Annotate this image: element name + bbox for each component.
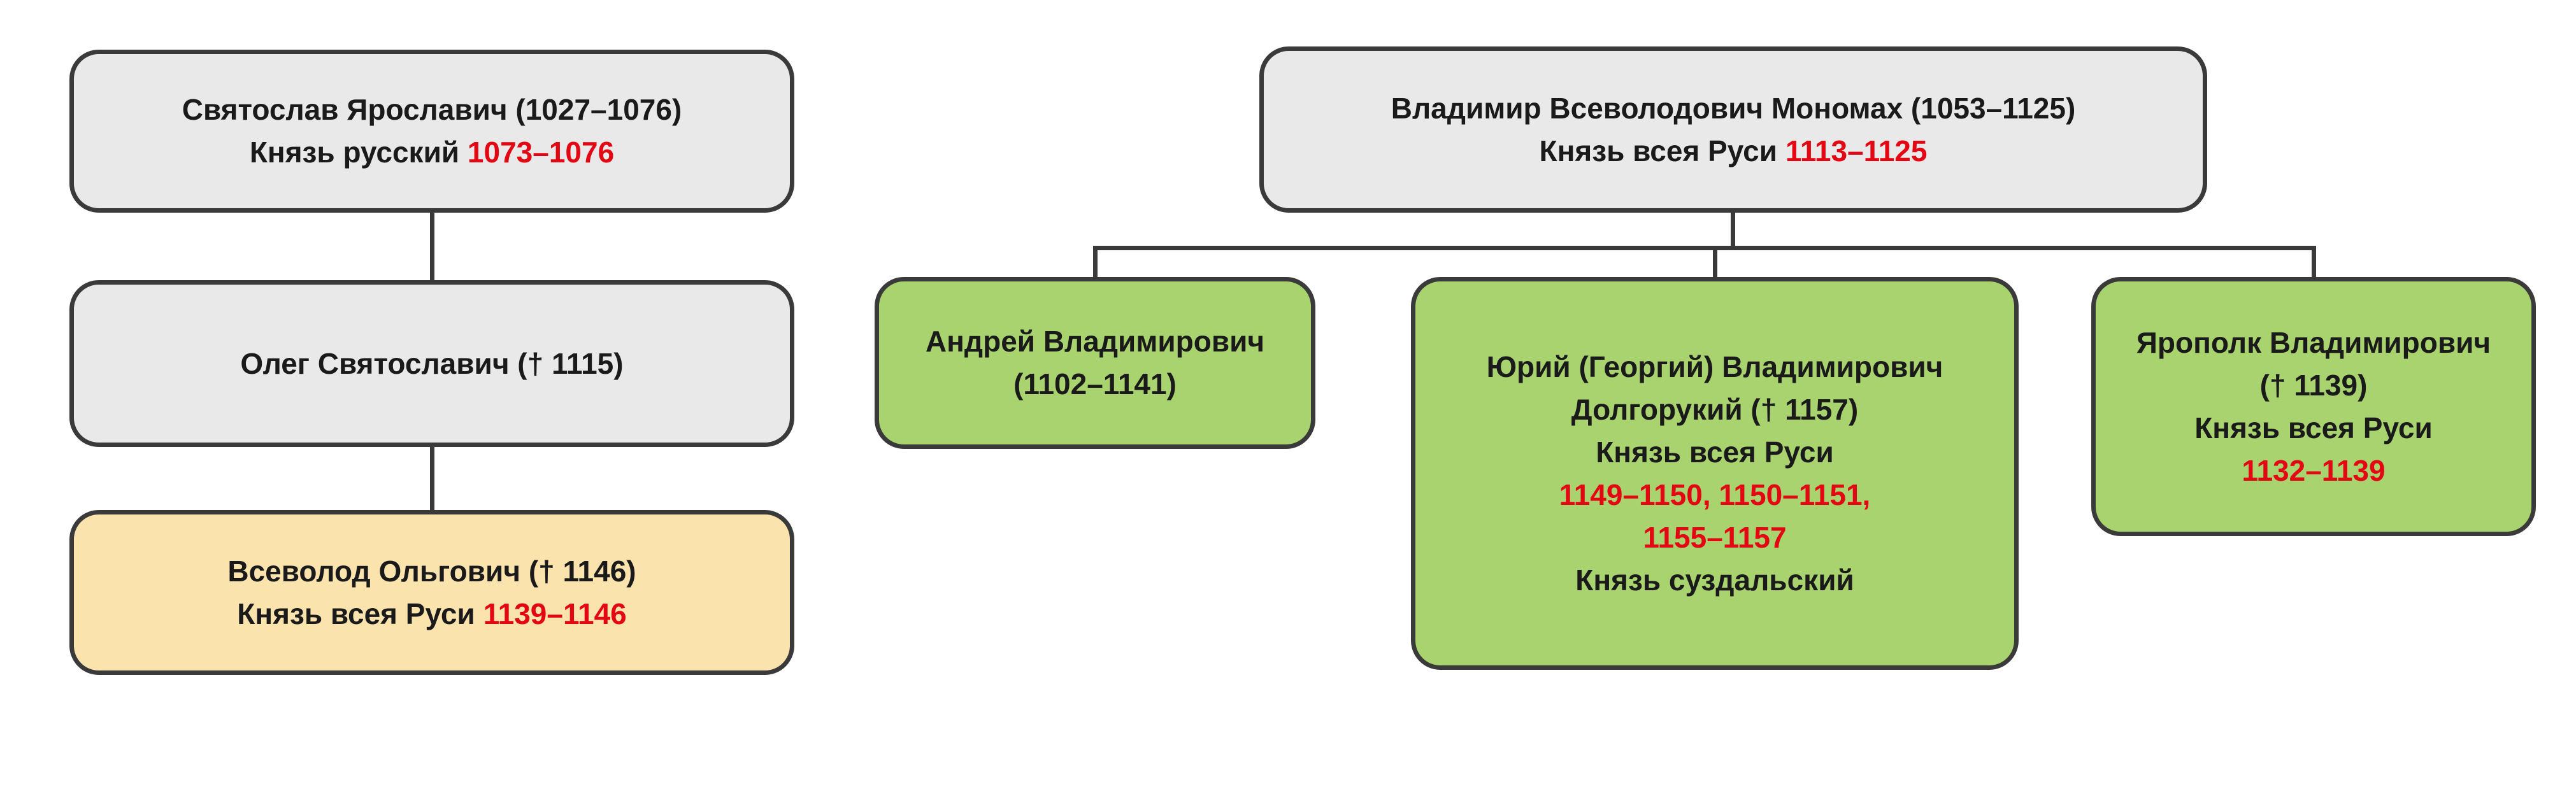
node-title-line: Князь всея Руси — [1596, 435, 1834, 469]
connector-vladimir-stem — [1731, 210, 1735, 250]
connector-drop-yaropolk — [2312, 246, 2316, 280]
node-name-line: Всеволод Ольгович († 1146) — [227, 554, 636, 588]
node-title-line-2: Князь суздальский — [1575, 563, 1854, 597]
connector-drop-yuri — [1713, 246, 1717, 280]
node-name-line: Андрей Владимирович — [925, 325, 1265, 358]
node-name-line-2: Долгорукий († 1157) — [1571, 392, 1859, 426]
node-name-line: Ярополк Владимирович — [2136, 325, 2491, 359]
node-dates-line: (1102–1141) — [1013, 367, 1177, 401]
title-label: Князь всея Руси — [237, 597, 483, 630]
reign-dates: 1073–1076 — [467, 136, 615, 169]
connector-oleg-vsevolod — [430, 444, 434, 513]
node-title-line: Князь всея Руси — [2194, 411, 2433, 444]
connector-svyatoslav-oleg — [430, 210, 434, 283]
reign-dates: 1132–1139 — [2242, 453, 2386, 487]
node-name-line: Олег Святославич († 1115) — [240, 346, 624, 380]
node-vsevolod-olgovich: Всеволод Ольгович († 1146) Князь всея Ру… — [69, 510, 794, 675]
reign-dates: 1149–1150, 1150–1151, — [1559, 478, 1871, 511]
node-title-line: Князь русский 1073–1076 — [250, 131, 614, 174]
node-yaropolk-vladimirovich: Ярополк Владимирович († 1139) Князь всея… — [2091, 277, 2536, 536]
node-name-line: Владимир Всеволодович Мономах (1053–1125… — [1391, 91, 2076, 125]
connector-drop-andrey — [1093, 246, 1098, 280]
connector-children-horizontal — [1093, 246, 2316, 250]
node-name-line: Святослав Ярославич (1027–1076) — [182, 93, 682, 126]
node-dates-line: († 1139) — [2259, 368, 2368, 402]
node-vladimir-monomakh: Владимир Всеволодович Мономах (1053–1125… — [1259, 46, 2207, 213]
node-name-line: Юрий (Георгий) Владимирович — [1486, 350, 1943, 383]
reign-dates: 1113–1125 — [1785, 134, 1928, 167]
reign-dates-2: 1155–1157 — [1643, 520, 1787, 554]
title-label: Князь всея Руси — [1539, 134, 1785, 167]
node-svyatoslav-yaroslavich: Святослав Ярославич (1027–1076) Князь ру… — [69, 50, 794, 213]
node-andrey-vladimirovich: Андрей Владимирович (1102–1141) — [875, 277, 1315, 449]
node-yuri-dolgoruky: Юрий (Георгий) Владимирович Долгорукий (… — [1411, 277, 2019, 670]
node-oleg-svyatoslavich: Олег Святославич († 1115) — [69, 280, 794, 447]
reign-dates: 1139–1146 — [483, 597, 627, 630]
node-title-line: Князь всея Руси 1113–1125 — [1540, 130, 1928, 173]
node-title-line: Князь всея Руси 1139–1146 — [237, 593, 626, 635]
title-label: Князь русский — [249, 136, 468, 169]
